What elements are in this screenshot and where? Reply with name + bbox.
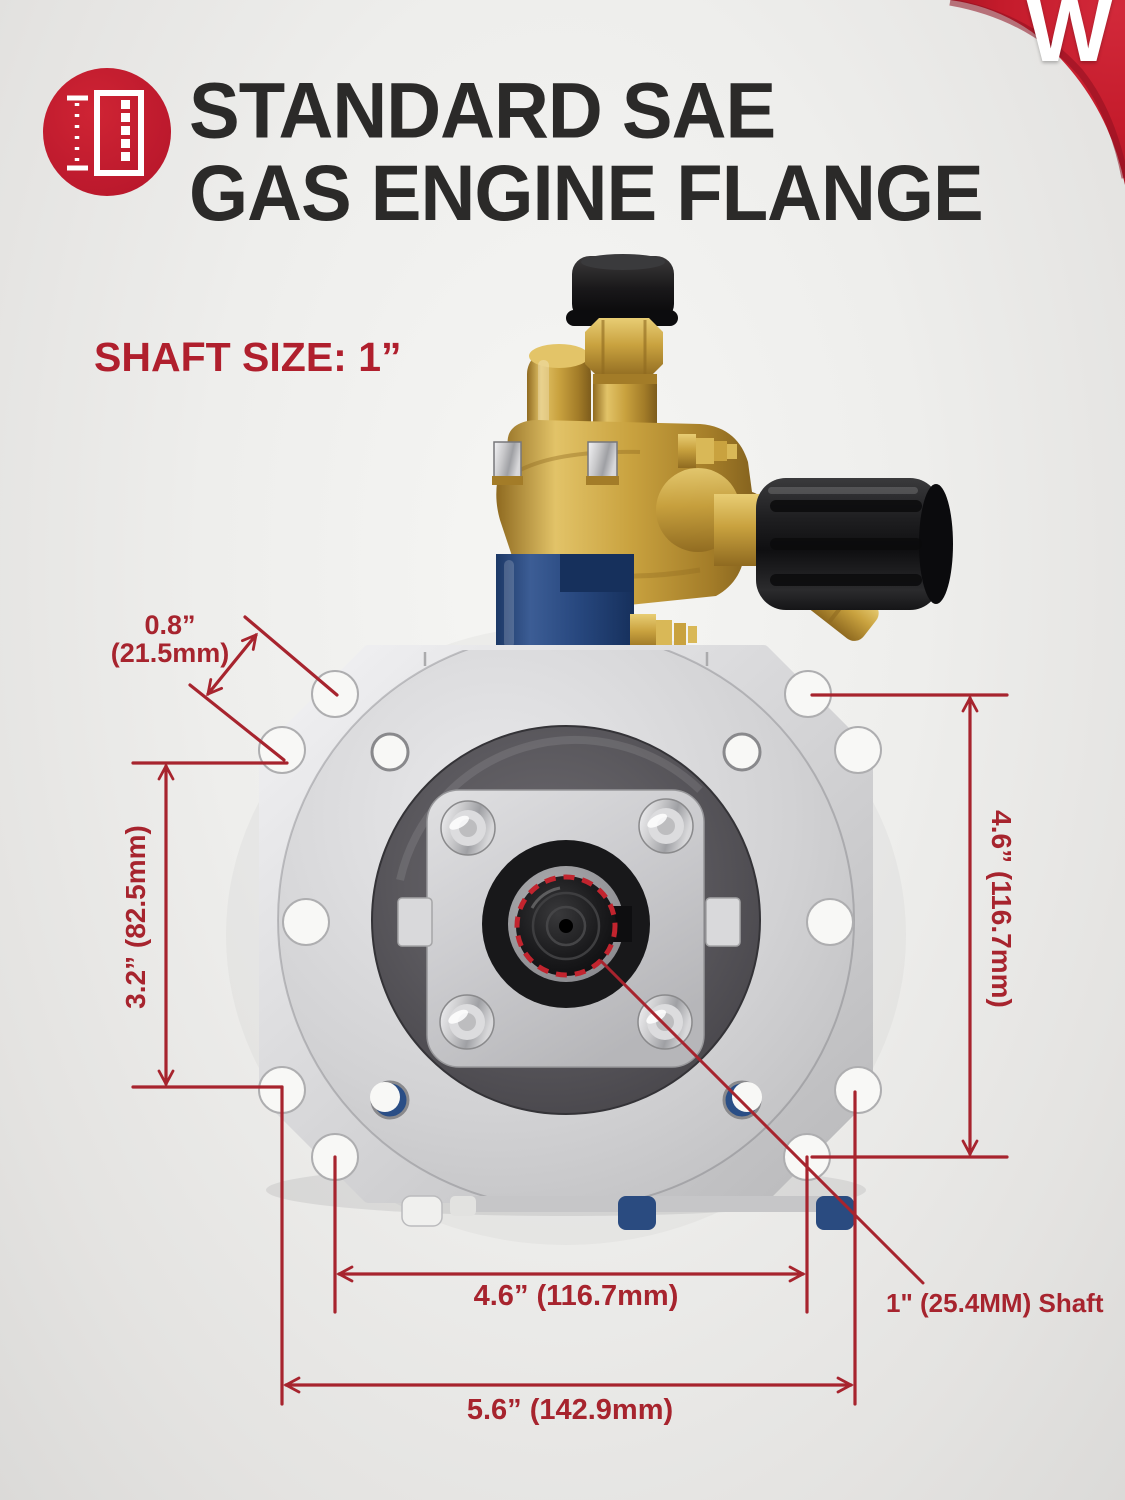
dimension-shaft-callout: 1" (25.4MM) Shaft	[886, 1288, 1104, 1318]
dimension-bolt-hole-spacing: 0.8” (21.5mm)	[96, 611, 244, 667]
dimension-right-height: 4.6” (116.7mm)	[986, 810, 1017, 1008]
dimension-bolt-hole-spacing-value: 0.8”	[144, 610, 196, 640]
red-corner-decoration	[949, 0, 1125, 185]
pump-head	[492, 254, 953, 654]
shaft-size-label: SHAFT SIZE: 1”	[94, 334, 402, 380]
page-title-line2: GAS ENGINE FLANGE	[189, 149, 984, 238]
dimension-bottom-outer-width: 5.6” (142.9mm)	[466, 1394, 674, 1426]
cover-screws	[439, 798, 694, 1050]
sae-flange-plate	[258, 645, 882, 1203]
shaft-highlight-circle	[514, 874, 618, 978]
page-title-line1: STANDARD SAE	[189, 66, 776, 156]
dimension-lines	[131, 615, 1009, 1406]
page-title: STANDARD SAE GAS ENGINE FLANGE	[189, 66, 984, 238]
pump-feet	[401, 1195, 854, 1230]
dimension-bottom-inner-width: 4.6” (116.7mm)	[473, 1280, 679, 1312]
ruler-measure-icon	[43, 68, 171, 196]
dimension-left-height: 3.2” (82.5mm)	[120, 825, 151, 1009]
dimension-bolt-hole-spacing-metric: (21.5mm)	[110, 638, 230, 668]
pump-photo	[226, 254, 953, 1245]
brand-letter: W	[1026, 0, 1113, 81]
